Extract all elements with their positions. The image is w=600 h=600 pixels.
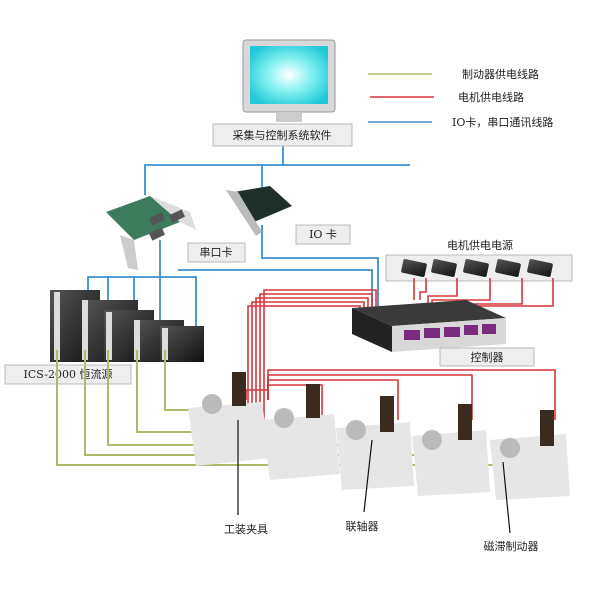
test-rig-3 bbox=[336, 396, 414, 490]
legend-comm-label: IO卡，串口通讯线路 bbox=[452, 115, 553, 129]
controller-image bbox=[352, 300, 506, 352]
software-label: 采集与控制系统软件 bbox=[233, 128, 332, 142]
controller-label: 控制器 bbox=[471, 350, 504, 364]
test-rig-4 bbox=[412, 404, 490, 496]
legend-brake-label: 制动器供电线路 bbox=[462, 67, 539, 81]
serial-card-label-box bbox=[187, 242, 246, 263]
motor-power-units bbox=[401, 259, 553, 277]
test-rig-1 bbox=[188, 372, 270, 466]
serial-card-image bbox=[106, 196, 196, 270]
test-rigs bbox=[188, 372, 570, 500]
comm-lines bbox=[87, 146, 410, 350]
callouts: 工装夹具 联轴器 磁滞制动器 bbox=[224, 420, 539, 553]
test-rig-2 bbox=[262, 384, 340, 480]
io-card-label: IO 卡 bbox=[309, 228, 337, 241]
brake-label: 磁滞制动器 bbox=[484, 540, 539, 553]
fixture-label: 工装夹具 bbox=[224, 523, 268, 536]
legend-motor-label: 电机供电线路 bbox=[458, 90, 524, 104]
software-label-box bbox=[212, 123, 353, 147]
current-source-label-box bbox=[4, 364, 132, 385]
coupling-label: 联轴器 bbox=[346, 519, 379, 533]
legend: 制动器供电线路 电机供电线路 IO卡，串口通讯线路 bbox=[368, 67, 553, 129]
controller-label-box bbox=[439, 347, 535, 367]
current-source-image bbox=[50, 290, 204, 362]
motor-power-lines bbox=[245, 278, 556, 460]
computer-monitor bbox=[242, 39, 336, 122]
test-rig-5 bbox=[490, 410, 570, 500]
motor-power-title: 电机供电电源 bbox=[447, 238, 513, 252]
io-card-label-box bbox=[295, 224, 351, 245]
current-source-label: ICS-2000 恒流源 bbox=[24, 367, 113, 381]
serial-card-label: 串口卡 bbox=[200, 246, 233, 259]
io-card-image bbox=[226, 186, 292, 236]
